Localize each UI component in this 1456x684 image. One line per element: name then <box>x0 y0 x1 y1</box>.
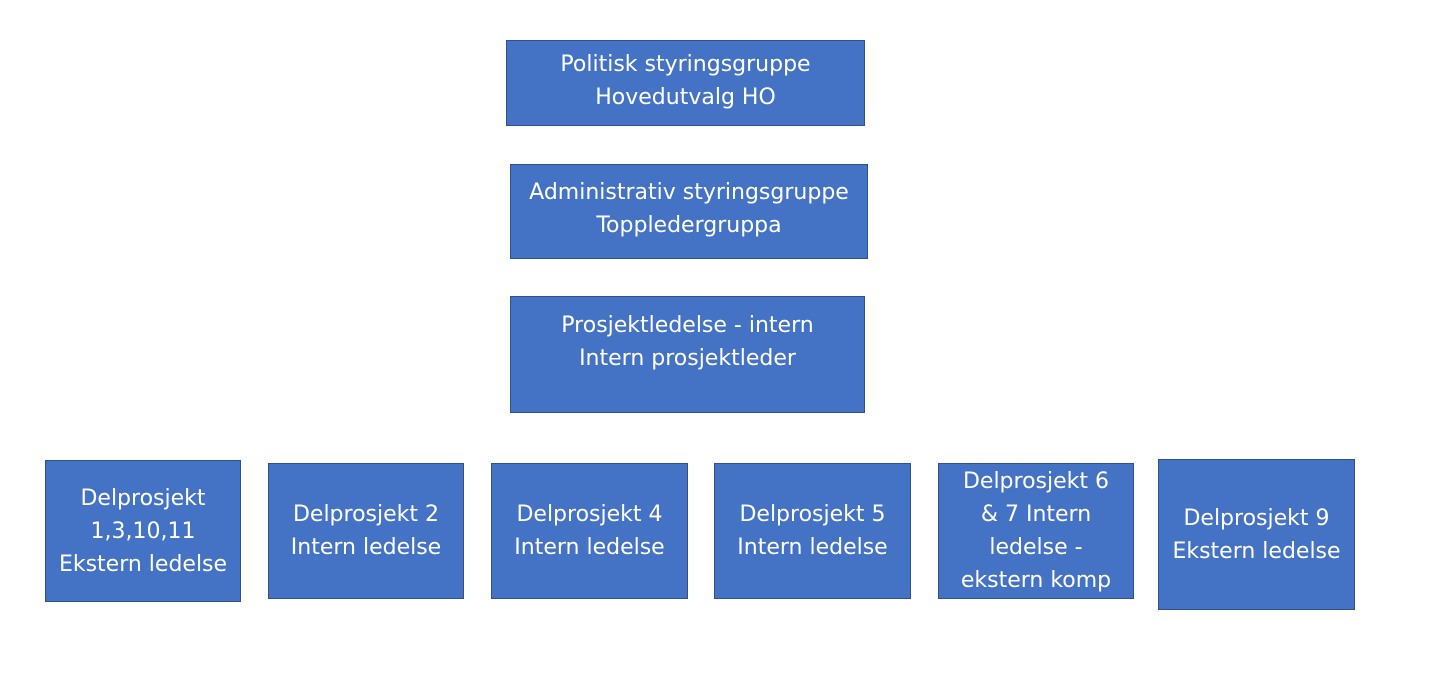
subproject-2-label: Delprosjekt 2 Intern ledelse <box>290 502 442 560</box>
subproject-5-label: Delprosjekt 5 Intern ledelse <box>737 502 888 560</box>
subproject-5-box: Delprosjekt 5 Intern ledelse <box>714 463 911 599</box>
subproject-4-box: Delprosjekt 4 Intern ledelse <box>491 463 688 599</box>
subproject-4-label: Delprosjekt 4 Intern ledelse <box>514 502 665 560</box>
administrative-steering-group-box: Administrativ styringsgruppe Toppledergr… <box>510 164 868 259</box>
subproject-9-label: Delprosjekt 9 Ekstern ledelse <box>1172 505 1341 564</box>
subproject-1-3-10-11-label: Delprosjekt 1,3,10,11 Ekstern ledelse <box>58 485 228 577</box>
subproject-6-7-label: Delprosjekt 6 & 7 Intern ledelse - ekste… <box>960 469 1112 593</box>
subproject-6-7-box: Delprosjekt 6 & 7 Intern ledelse - ekste… <box>938 463 1134 599</box>
administrative-steering-group-label: Administrativ styringsgruppe Toppledergr… <box>529 180 849 238</box>
project-management-box: Prosjektledelse - intern Intern prosjekt… <box>510 296 865 413</box>
political-steering-group-box: Politisk styringsgruppe Hovedutvalg HO <box>506 40 865 126</box>
subproject-9-box: Delprosjekt 9 Ekstern ledelse <box>1158 459 1355 610</box>
political-steering-group-label: Politisk styringsgruppe Hovedutvalg HO <box>560 51 811 110</box>
project-management-label: Prosjektledelse - intern Intern prosjekt… <box>561 313 814 371</box>
subproject-2-box: Delprosjekt 2 Intern ledelse <box>268 463 464 599</box>
subproject-1-3-10-11-box: Delprosjekt 1,3,10,11 Ekstern ledelse <box>45 460 241 602</box>
